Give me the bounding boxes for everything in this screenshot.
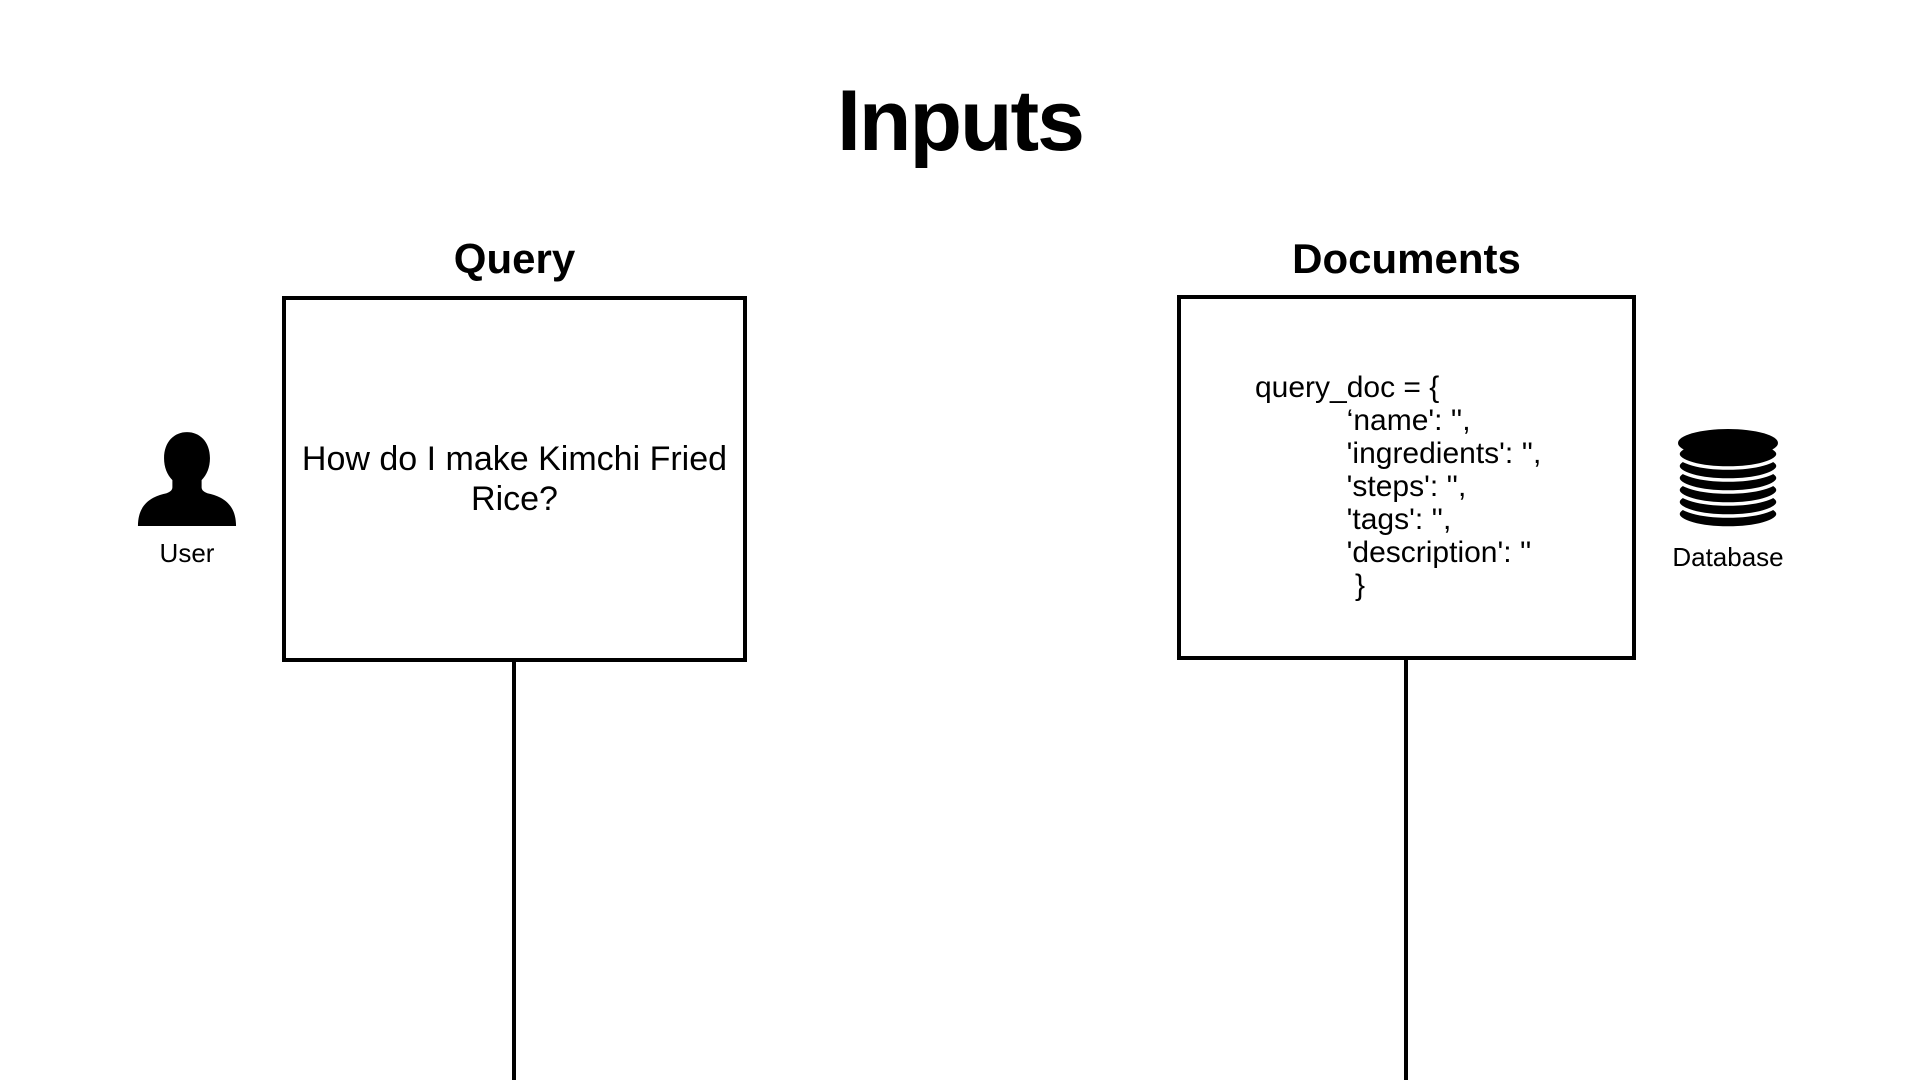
page-title: Inputs xyxy=(837,73,1085,169)
database-label: Database xyxy=(1672,542,1784,572)
code-line: 'description': '' xyxy=(1255,536,1532,569)
query-connector-line xyxy=(512,660,516,1080)
code-line: } xyxy=(1255,569,1366,602)
database-figure: Database xyxy=(1658,426,1798,570)
code-line: 'steps': '', xyxy=(1255,470,1467,503)
documents-box: query_doc = { ‘name': '', 'ingredients':… xyxy=(1177,295,1636,660)
code-line: query_doc = { xyxy=(1255,371,1440,404)
query-box: How do I make Kimchi Fried Rice? xyxy=(282,296,747,662)
code-line: 'ingredients': '', xyxy=(1255,437,1542,470)
code-line: 'tags': '', xyxy=(1255,503,1452,536)
query-doc-code: query_doc = { ‘name': '', 'ingredients':… xyxy=(1255,371,1541,602)
database-icon xyxy=(1671,426,1785,530)
user-label: User xyxy=(159,538,215,568)
documents-connector-line xyxy=(1404,659,1408,1080)
query-heading: Query xyxy=(453,235,576,282)
user-figure: User xyxy=(120,430,254,566)
documents-heading: Documents xyxy=(1292,235,1521,282)
code-line: ‘name': '', xyxy=(1255,404,1471,437)
user-icon xyxy=(134,430,240,526)
query-box-text: How do I make Kimchi Fried Rice? xyxy=(301,439,728,518)
